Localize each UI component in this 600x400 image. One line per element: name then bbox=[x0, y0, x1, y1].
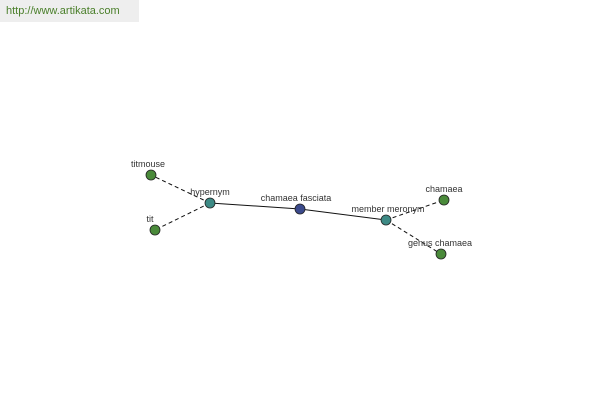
node-label-chamaea[interactable]: chamaea bbox=[425, 184, 462, 194]
watermark-banner: http://www.artikata.com bbox=[0, 0, 139, 22]
edge-hypernym-to-tit bbox=[154, 202, 211, 231]
node-label-member-meronym[interactable]: member meronym bbox=[351, 204, 424, 214]
edge-chamaea-fasciata-to-hypernym bbox=[209, 202, 301, 210]
edges-layer bbox=[150, 174, 445, 255]
node-titmouse[interactable] bbox=[145, 169, 157, 181]
node-chamaea[interactable] bbox=[438, 194, 450, 206]
node-chamaea-fasciata[interactable] bbox=[294, 203, 306, 215]
edge-member-meronym-to-chamaea bbox=[385, 199, 445, 221]
nodes-layer bbox=[145, 169, 450, 260]
watermark-url[interactable]: http://www.artikata.com bbox=[6, 5, 120, 17]
labels-layer: chamaea fasciata hypernym member meronym ti… bbox=[131, 159, 472, 248]
node-tit[interactable] bbox=[149, 224, 161, 236]
node-label-titmouse[interactable]: titmouse bbox=[131, 159, 165, 169]
node-label-hypernym[interactable]: hypernym bbox=[190, 187, 230, 197]
edge-member-meronym-to-genus-chamaea bbox=[385, 219, 442, 255]
edge-hypernym-to-titmouse bbox=[150, 174, 211, 204]
node-member-meronym[interactable] bbox=[380, 214, 392, 226]
node-hypernym[interactable] bbox=[204, 197, 216, 209]
node-label-genus-chamaea[interactable]: genus chamaea bbox=[408, 238, 472, 248]
node-genus-chamaea[interactable] bbox=[435, 248, 447, 260]
edge-chamaea-fasciata-to-member-meronym bbox=[299, 208, 387, 221]
node-label-chamaea-fasciata[interactable]: chamaea fasciata bbox=[261, 193, 332, 203]
node-label-tit[interactable]: tit bbox=[146, 214, 154, 224]
